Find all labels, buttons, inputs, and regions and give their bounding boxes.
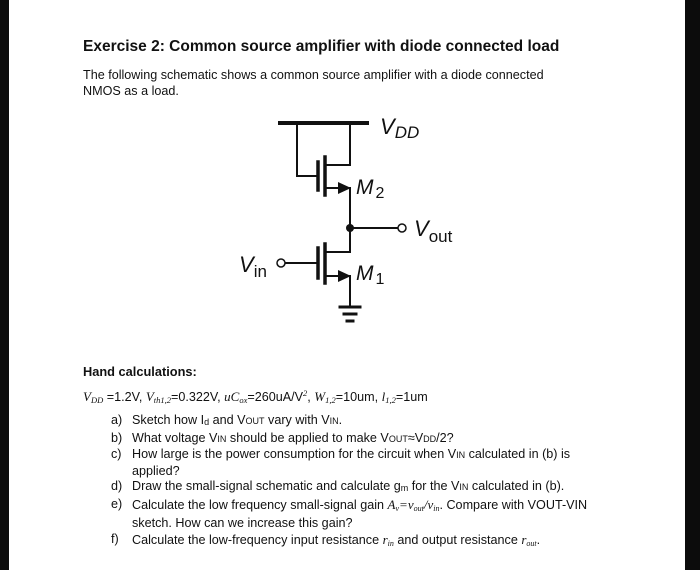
vin-label: Vin	[239, 252, 267, 281]
question-b: b)What voltage VIN should be applied to …	[111, 430, 454, 445]
m2-drain-wire	[324, 122, 351, 166]
m2-gate-wire	[296, 122, 317, 177]
hand-calculations-heading: Hand calculations:	[83, 364, 197, 379]
vout-terminal	[397, 223, 407, 233]
vout-label: Vout	[414, 216, 453, 246]
m1-source-arrow	[338, 270, 351, 282]
vin-terminal	[276, 258, 286, 268]
question-e: e)Calculate the low frequency small-sign…	[111, 496, 588, 531]
rout-symbol: rout	[521, 531, 537, 548]
question-f: f)Calculate the low-frequency input resi…	[111, 531, 541, 548]
output-node-dot	[346, 224, 354, 232]
intro-paragraph: The following schematic shows a common s…	[83, 68, 544, 98]
question-c: c)How large is the power consumption for…	[111, 447, 571, 478]
exercise-title: Exercise 2: Common source amplifier with…	[83, 38, 560, 55]
question-list: a)Sketch how Id and VOUT vary with VIN. …	[111, 413, 611, 551]
m2-source-arrow	[338, 182, 351, 194]
rin-symbol: rin	[382, 531, 394, 548]
document-page	[9, 0, 685, 570]
gain-formula: Av=vout/vin	[387, 496, 440, 513]
question-d: d)Draw the small-signal schematic and ca…	[111, 479, 565, 493]
parameter-line: VDD =1.2V, Vth1,2=0.322V, uCox=260uA/V2,…	[83, 388, 428, 405]
question-a: a)Sketch how Id and VOUT vary with VIN.	[111, 413, 343, 427]
vdd-label: VDD	[380, 114, 419, 142]
